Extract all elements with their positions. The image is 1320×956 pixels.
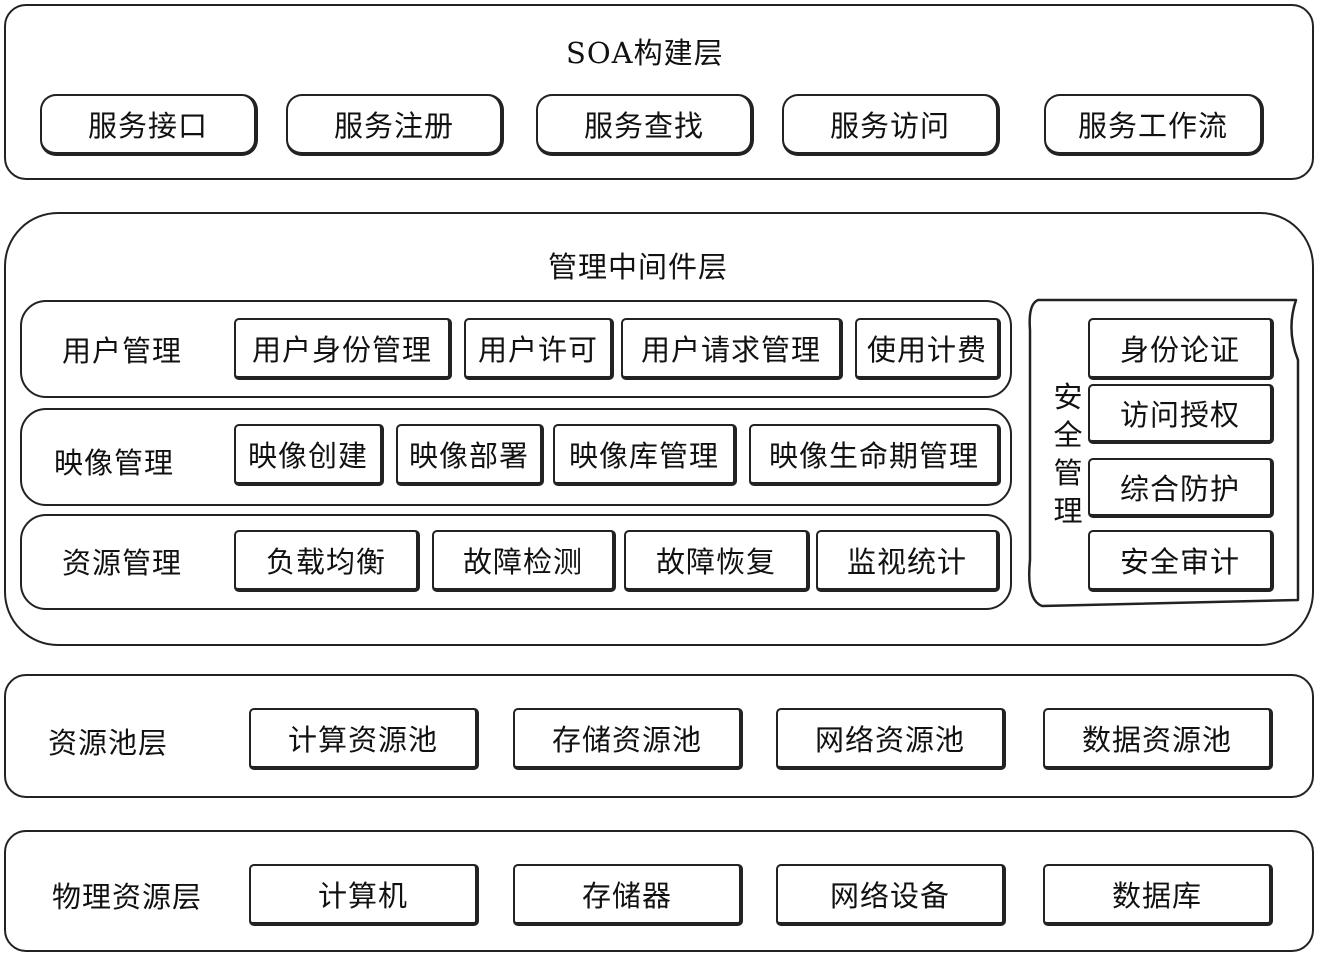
resource-management-title: 资源管理 bbox=[62, 546, 183, 580]
image-item-deployment: 映像部署 bbox=[396, 424, 544, 486]
physical-item-storage: 存储器 bbox=[513, 864, 743, 926]
soa-item-service-registry: 服务注册 bbox=[286, 94, 504, 156]
physical-item-computer: 计算机 bbox=[249, 864, 479, 926]
image-management-title: 映像管理 bbox=[54, 446, 175, 480]
middleware-layer-title: 管理中间件层 bbox=[548, 250, 729, 284]
resource-item-load-balancing: 负载均衡 bbox=[234, 530, 420, 592]
physical-item-database: 数据库 bbox=[1043, 864, 1273, 926]
soa-item-service-lookup: 服务查找 bbox=[536, 94, 754, 156]
user-item-usage-billing: 使用计费 bbox=[855, 318, 1001, 380]
physical-resource-layer-title: 物理资源层 bbox=[52, 880, 203, 914]
resource-pool-layer-title: 资源池层 bbox=[48, 726, 169, 760]
image-item-creation: 映像创建 bbox=[234, 424, 384, 486]
resource-item-fault-detection: 故障检测 bbox=[432, 530, 616, 592]
user-item-request-management: 用户请求管理 bbox=[621, 318, 843, 380]
pool-item-data: 数据资源池 bbox=[1043, 708, 1273, 770]
soa-layer-title: SOA构建层 bbox=[566, 36, 724, 70]
security-item-identity-authentication: 身份论证 bbox=[1088, 318, 1274, 380]
security-management-title: 安全管理 bbox=[1053, 380, 1083, 528]
image-item-lifecycle-management: 映像生命期管理 bbox=[749, 424, 1001, 486]
pool-item-compute: 计算资源池 bbox=[249, 708, 479, 770]
soa-item-service-access: 服务访问 bbox=[782, 94, 1000, 156]
security-item-security-audit: 安全审计 bbox=[1088, 530, 1274, 592]
resource-item-fault-recovery: 故障恢复 bbox=[624, 530, 810, 592]
image-item-library-management: 映像库管理 bbox=[553, 424, 737, 486]
soa-item-service-interface: 服务接口 bbox=[40, 94, 258, 156]
pool-item-network: 网络资源池 bbox=[776, 708, 1006, 770]
user-item-identity-management: 用户身份管理 bbox=[234, 318, 452, 380]
pool-item-storage: 存储资源池 bbox=[513, 708, 743, 770]
physical-item-network-device: 网络设备 bbox=[776, 864, 1006, 926]
resource-item-monitoring-statistics: 监视统计 bbox=[816, 530, 1000, 592]
user-management-title: 用户管理 bbox=[62, 334, 183, 368]
user-item-license: 用户许可 bbox=[464, 318, 614, 380]
security-item-comprehensive-protection: 综合防护 bbox=[1088, 458, 1274, 518]
security-item-access-authorization: 访问授权 bbox=[1088, 384, 1274, 444]
soa-item-service-workflow: 服务工作流 bbox=[1044, 94, 1264, 156]
